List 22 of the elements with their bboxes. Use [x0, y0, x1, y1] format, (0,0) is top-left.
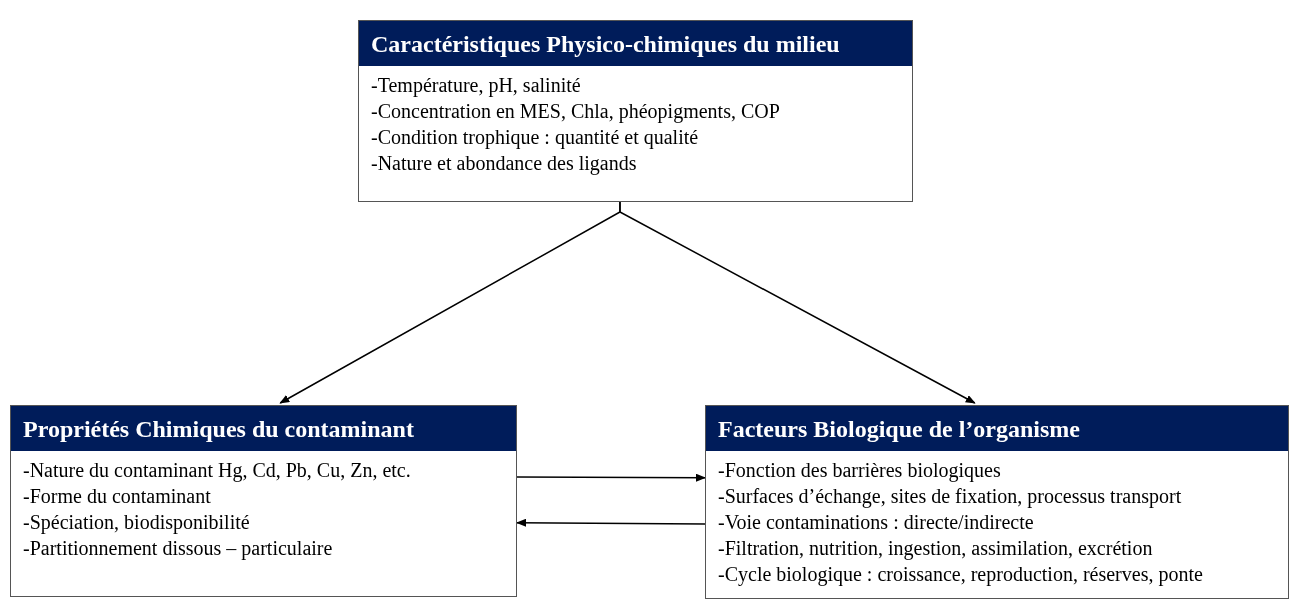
list-item: -Voie contaminations : directe/indirecte — [718, 510, 1034, 535]
list-item: -Fonction des barrières biologiques — [718, 458, 1001, 483]
list-item: -Surfaces d’échange, sites de fixation, processus transport — [718, 484, 1182, 509]
arrow — [516, 518, 706, 527]
box-header: Facteurs Biologique de l’organisme — [706, 406, 1288, 451]
info-box — [705, 405, 1289, 599]
list-item: -Nature et abondance des ligands — [371, 151, 637, 176]
box-header: Propriétés Chimiques du contaminant — [11, 406, 516, 451]
arrow — [516, 473, 706, 482]
list-item: -Concentration en MES, Chla, phéopigments, COP — [371, 99, 780, 124]
box-header: Caractéristiques Physico-chimiques du milieu — [359, 21, 912, 66]
list-item: -Spéciation, biodisponibilité — [23, 510, 250, 535]
list-item: -Partitionnement dissous – particulaire — [23, 536, 333, 561]
list-item: -Condition trophique : quantité et qualité — [371, 125, 699, 150]
arrow — [619, 201, 976, 404]
list-item: -Filtration, nutrition, ingestion, assimilation, excrétion — [718, 536, 1153, 561]
info-box — [358, 20, 913, 202]
list-item: -Cycle biologique : croissance, reproduction, réserves, ponte — [718, 562, 1203, 587]
info-box — [10, 405, 517, 597]
list-item: -Température, pH, salinité — [371, 73, 581, 98]
list-item: -Nature du contaminant Hg, Cd, Pb, Cu, Zn, etc. — [23, 458, 411, 483]
list-item: -Forme du contaminant — [23, 484, 211, 509]
